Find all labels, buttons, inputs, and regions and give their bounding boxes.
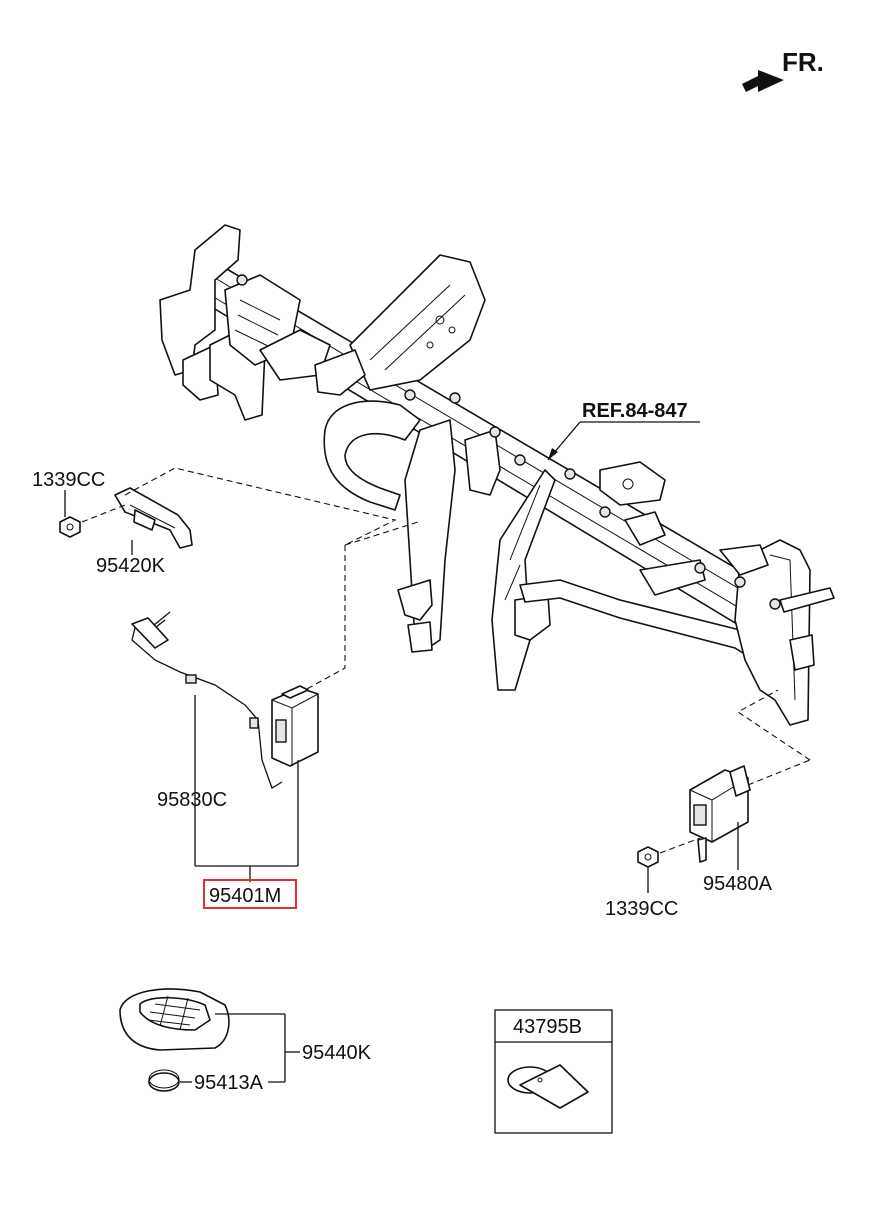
part-label-battery: 95413A [194, 1072, 264, 1094]
fob-key-assembly: 95440K 95413A [119, 988, 372, 1094]
smart-key-module-assembly: 95830C 95401M [131, 521, 419, 909]
part-label-tag: 43795B [513, 1016, 582, 1038]
part-label-fob-key: 95440K [302, 1042, 372, 1064]
bcm-assembly: 1339CC 95480A [605, 689, 811, 920]
battery-icon [148, 1069, 180, 1092]
antenna-bracket-assembly: 1339CC 95420K [32, 467, 397, 577]
nut-left-icon [59, 516, 81, 538]
part-label-nut-left: 1339CC [32, 469, 105, 491]
tag-box: 43795B [494, 1009, 613, 1134]
part-label-antenna-bracket: 95420K [96, 555, 166, 577]
part-label-smart-key-module: 95401M [209, 885, 281, 907]
part-label-nut-right: 1339CC [605, 898, 678, 920]
front-arrow-icon [742, 70, 784, 92]
highlight-box [203, 879, 297, 909]
reference-label: REF.84-847 [582, 400, 688, 422]
part-label-bcm-unit: 95480A [703, 873, 773, 895]
fob-key-icon [119, 988, 230, 1051]
nut-right-icon [637, 846, 659, 868]
front-label: FR. [782, 47, 824, 77]
front-direction-indicator: FR. [742, 47, 824, 92]
reference-callout: REF.84-847 [547, 400, 700, 461]
part-label-antenna-cable: 95830C [157, 789, 227, 811]
dashboard-crossmember [159, 224, 835, 726]
tag-icon [507, 1064, 589, 1109]
